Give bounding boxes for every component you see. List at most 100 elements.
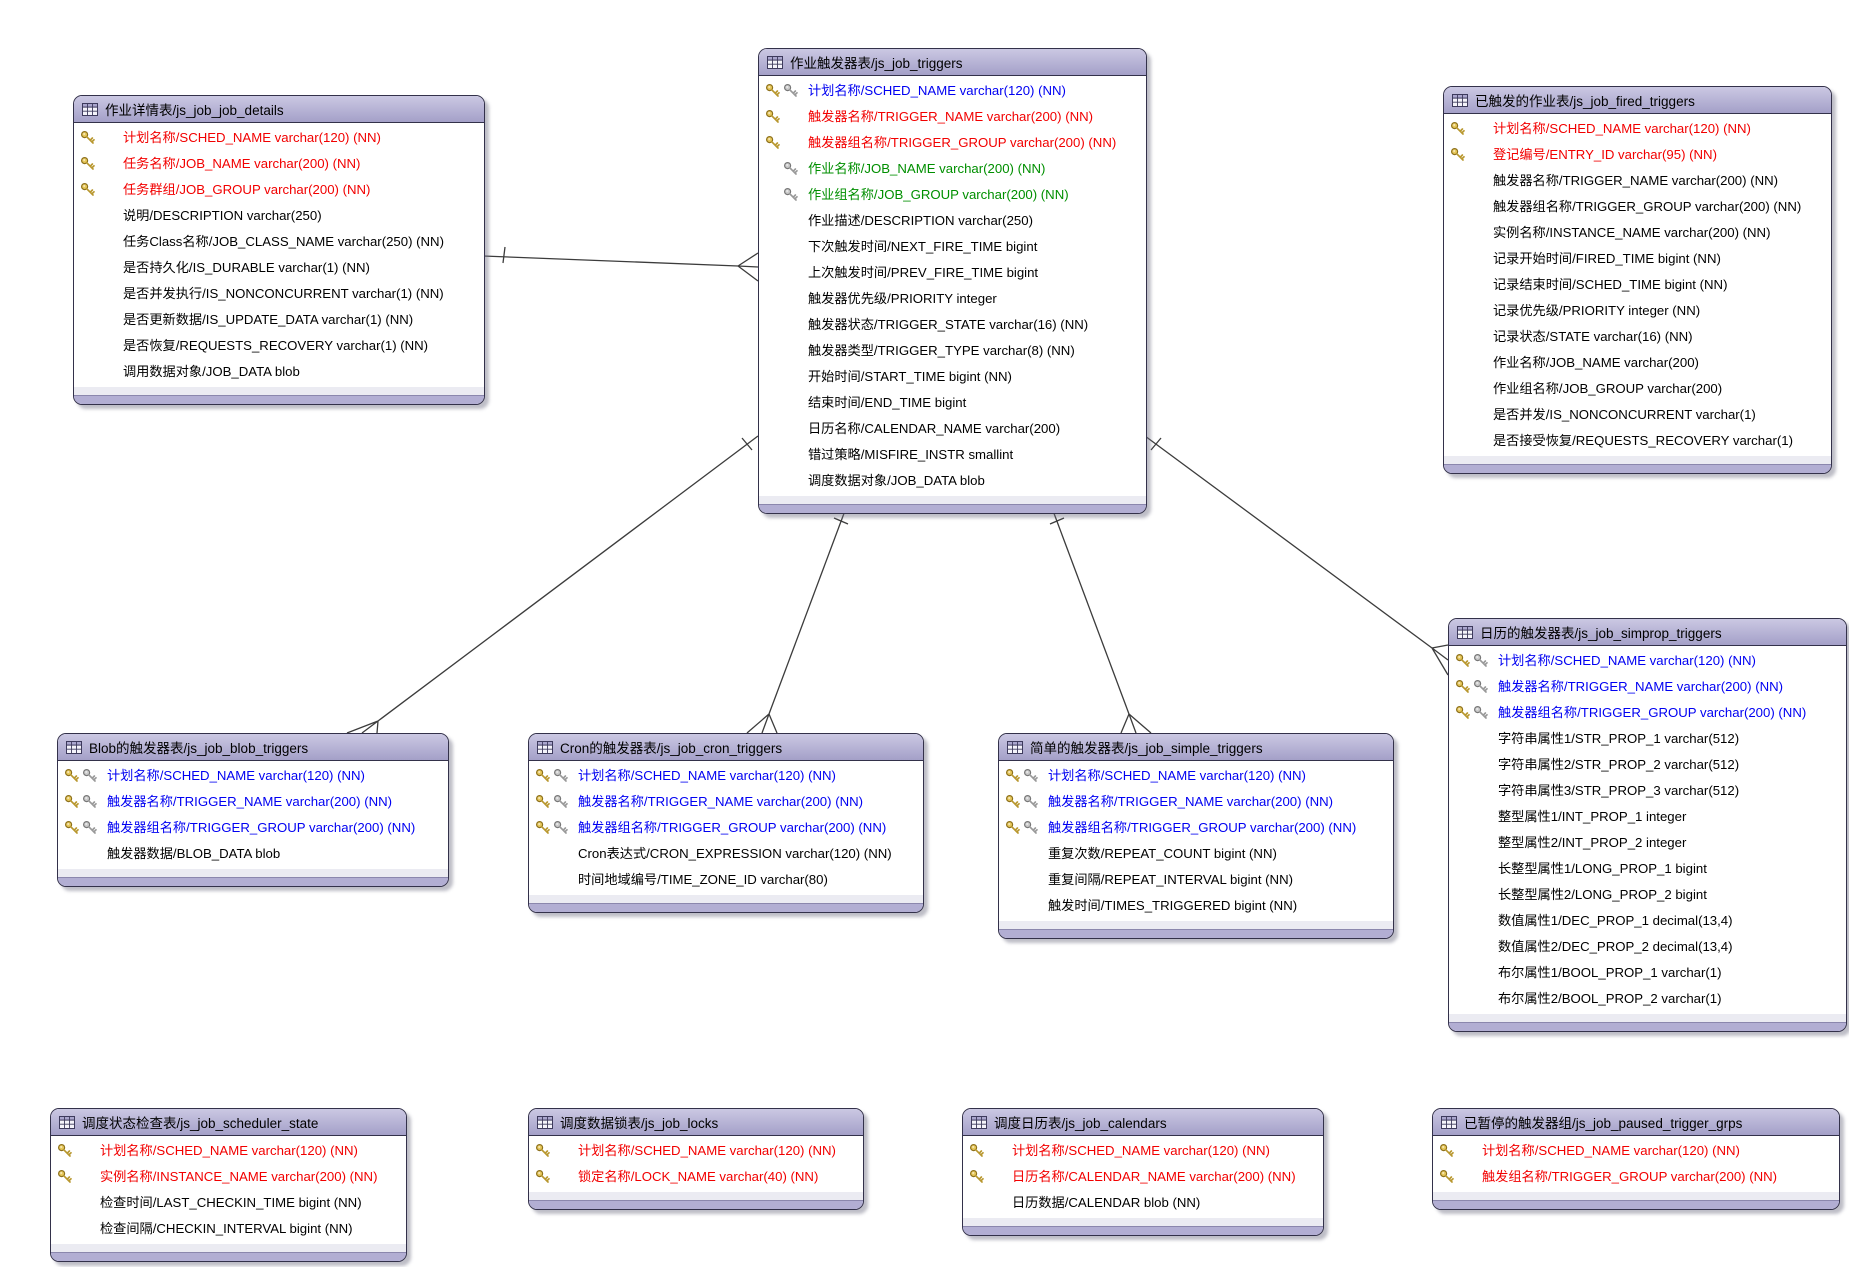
field-row[interactable]: 触发器名称/TRIGGER_NAME varchar(200) (NN) [999,789,1393,815]
field-row[interactable]: 触发器优先级/PRIORITY integer [759,286,1146,312]
field-row[interactable]: 字符串属性1/STR_PROP_1 varchar(512) [1449,726,1846,752]
field-row[interactable]: 记录优先级/PRIORITY integer (NN) [1444,298,1831,324]
field-row[interactable]: 计划名称/SCHED_NAME varchar(120) (NN) [963,1138,1323,1164]
field-row[interactable]: 是否并发/IS_NONCONCURRENT varchar(1) [1444,402,1831,428]
table-header[interactable]: 已暂停的触发器组/js_job_paused_trigger_grps [1433,1109,1839,1136]
table-header[interactable]: 调度日历表/js_job_calendars [963,1109,1323,1136]
field-row[interactable]: 计划名称/SCHED_NAME varchar(120) (NN) [58,763,448,789]
field-row[interactable]: 日历名称/CALENDAR_NAME varchar(200) (NN) [963,1164,1323,1190]
field-row[interactable]: 整型属性2/INT_PROP_2 integer [1449,830,1846,856]
table-header[interactable]: 作业触发器表/js_job_triggers [759,49,1146,76]
field-row[interactable]: 是否并发执行/IS_NONCONCURRENT varchar(1) (NN) [74,281,484,307]
field-row[interactable]: 任务群组/JOB_GROUP varchar(200) (NN) [74,177,484,203]
table-header[interactable]: 调度状态检查表/js_job_scheduler_state [51,1109,406,1136]
field-row[interactable]: 计划名称/SCHED_NAME varchar(120) (NN) [1449,648,1846,674]
relation-line-details-triggers[interactable] [482,246,759,282]
field-row[interactable]: 记录状态/STATE varchar(16) (NN) [1444,324,1831,350]
field-row[interactable]: 作业名称/JOB_NAME varchar(200) (NN) [759,156,1146,182]
relation-line-triggers-cron[interactable] [746,507,849,734]
field-row[interactable]: 触发组名称/TRIGGER_GROUP varchar(200) (NN) [1433,1164,1839,1190]
field-row[interactable]: 任务Class名称/JOB_CLASS_NAME varchar(250) (N… [74,229,484,255]
field-row[interactable]: 计划名称/SCHED_NAME varchar(120) (NN) [759,78,1146,104]
field-row[interactable]: 登记编号/ENTRY_ID varchar(95) (NN) [1444,142,1831,168]
field-row[interactable]: 计划名称/SCHED_NAME varchar(120) (NN) [1433,1138,1839,1164]
field-row[interactable]: 数值属性1/DEC_PROP_1 decimal(13,4) [1449,908,1846,934]
field-row[interactable]: 整型属性1/INT_PROP_1 integer [1449,804,1846,830]
field-row[interactable]: 作业描述/DESCRIPTION varchar(250) [759,208,1146,234]
field-row[interactable]: 调度数据对象/JOB_DATA blob [759,468,1146,494]
relation-line-triggers-blob[interactable] [346,435,759,734]
field-row[interactable]: 触发器类型/TRIGGER_TYPE varchar(8) (NN) [759,338,1146,364]
field-row[interactable]: 是否更新数据/IS_UPDATE_DATA varchar(1) (NN) [74,307,484,333]
field-row[interactable]: 触发器组名称/TRIGGER_GROUP varchar(200) (NN) [58,815,448,841]
field-row[interactable]: 数值属性2/DEC_PROP_2 decimal(13,4) [1449,934,1846,960]
field-row[interactable]: 字符串属性3/STR_PROP_3 varchar(512) [1449,778,1846,804]
table-header[interactable]: 已触发的作业表/js_job_fired_triggers [1444,87,1831,114]
field-row[interactable]: 计划名称/SCHED_NAME varchar(120) (NN) [999,763,1393,789]
field-row[interactable]: 锁定名称/LOCK_NAME varchar(40) (NN) [529,1164,863,1190]
field-row[interactable]: 字符串属性2/STR_PROP_2 varchar(512) [1449,752,1846,778]
relation-line-triggers-simple[interactable] [1049,507,1152,734]
table-header[interactable]: Cron的触发器表/js_job_cron_triggers [529,734,923,761]
field-row[interactable]: 触发器数据/BLOB_DATA blob [58,841,448,867]
field-row[interactable]: 触发器名称/TRIGGER_NAME varchar(200) (NN) [58,789,448,815]
field-row[interactable]: 作业组名称/JOB_GROUP varchar(200) (NN) [759,182,1146,208]
field-row[interactable]: 布尔属性1/BOOL_PROP_1 varchar(1) [1449,960,1846,986]
field-row[interactable]: 触发时间/TIMES_TRIGGERED bigint (NN) [999,893,1393,919]
field-row[interactable]: 重复间隔/REPEAT_INTERVAL bigint (NN) [999,867,1393,893]
table-header[interactable]: 简单的触发器表/js_job_simple_triggers [999,734,1393,761]
field-row[interactable]: 触发器组名称/TRIGGER_GROUP varchar(200) (NN) [759,130,1146,156]
field-row[interactable]: 日历名称/CALENDAR_NAME varchar(200) [759,416,1146,442]
field-row[interactable]: 结束时间/END_TIME bigint [759,390,1146,416]
field-row[interactable]: 时间地域编号/TIME_ZONE_ID varchar(80) [529,867,923,893]
field-row[interactable]: 检查间隔/CHECKIN_INTERVAL bigint (NN) [51,1216,406,1242]
field-row[interactable]: 计划名称/SCHED_NAME varchar(120) (NN) [51,1138,406,1164]
field-row[interactable]: 是否恢复/REQUESTS_RECOVERY varchar(1) (NN) [74,333,484,359]
field-row[interactable]: 实例名称/INSTANCE_NAME varchar(200) (NN) [51,1164,406,1190]
field-row[interactable]: 开始时间/START_TIME bigint (NN) [759,364,1146,390]
field-row[interactable]: 说明/DESCRIPTION varchar(250) [74,203,484,229]
field-row[interactable]: 布尔属性2/BOOL_PROP_2 varchar(1) [1449,986,1846,1012]
field-row[interactable]: 触发器名称/TRIGGER_NAME varchar(200) (NN) [1449,674,1846,700]
field-row[interactable]: 记录结束时间/SCHED_TIME bigint (NN) [1444,272,1831,298]
table-header[interactable]: Blob的触发器表/js_job_blob_triggers [58,734,448,761]
field-row[interactable]: 触发器名称/TRIGGER_NAME varchar(200) (NN) [1444,168,1831,194]
field-row[interactable]: 下次触发时间/NEXT_FIRE_TIME bigint [759,234,1146,260]
field-row[interactable]: Cron表达式/CRON_EXPRESSION varchar(120) (NN… [529,841,923,867]
field-row[interactable]: 作业名称/JOB_NAME varchar(200) [1444,350,1831,376]
field-row[interactable]: 触发器名称/TRIGGER_NAME varchar(200) (NN) [529,789,923,815]
field-row[interactable]: 计划名称/SCHED_NAME varchar(120) (NN) [529,763,923,789]
field-row[interactable]: 是否持久化/IS_DURABLE varchar(1) (NN) [74,255,484,281]
field-row[interactable]: 检查时间/LAST_CHECKIN_TIME bigint (NN) [51,1190,406,1216]
field-row[interactable]: 触发器状态/TRIGGER_STATE varchar(16) (NN) [759,312,1146,338]
field-row[interactable]: 触发器名称/TRIGGER_NAME varchar(200) (NN) [759,104,1146,130]
field-row[interactable]: 重复次数/REPEAT_COUNT bigint (NN) [999,841,1393,867]
field-row[interactable]: 上次触发时间/PREV_FIRE_TIME bigint [759,260,1146,286]
field-row[interactable]: 长整型属性2/LONG_PROP_2 bigint [1449,882,1846,908]
field-row[interactable]: 计划名称/SCHED_NAME varchar(120) (NN) [529,1138,863,1164]
table-header[interactable]: 日历的触发器表/js_job_simprop_triggers [1449,619,1846,646]
field-row[interactable]: 触发器组名称/TRIGGER_GROUP varchar(200) (NN) [999,815,1393,841]
field-row[interactable]: 实例名称/INSTANCE_NAME varchar(200) (NN) [1444,220,1831,246]
field-row[interactable]: 长整型属性1/LONG_PROP_1 bigint [1449,856,1846,882]
field-row[interactable]: 作业组名称/JOB_GROUP varchar(200) [1444,376,1831,402]
field-row[interactable]: 任务名称/JOB_NAME varchar(200) (NN) [74,151,484,177]
field-row[interactable]: 日历数据/CALENDAR blob (NN) [963,1190,1323,1216]
table-header[interactable]: 作业详情表/js_job_job_details [74,96,484,123]
field-row[interactable]: 调用数据对象/JOB_DATA blob [74,359,484,385]
field-row[interactable]: 计划名称/SCHED_NAME varchar(120) (NN) [74,125,484,151]
field-row[interactable]: 触发器组名称/TRIGGER_GROUP varchar(200) (NN) [529,815,923,841]
field-row[interactable]: 错过策略/MISFIRE_INSTR smallint [759,442,1146,468]
field-row[interactable]: 触发器组名称/TRIGGER_GROUP varchar(200) (NN) [1449,700,1846,726]
